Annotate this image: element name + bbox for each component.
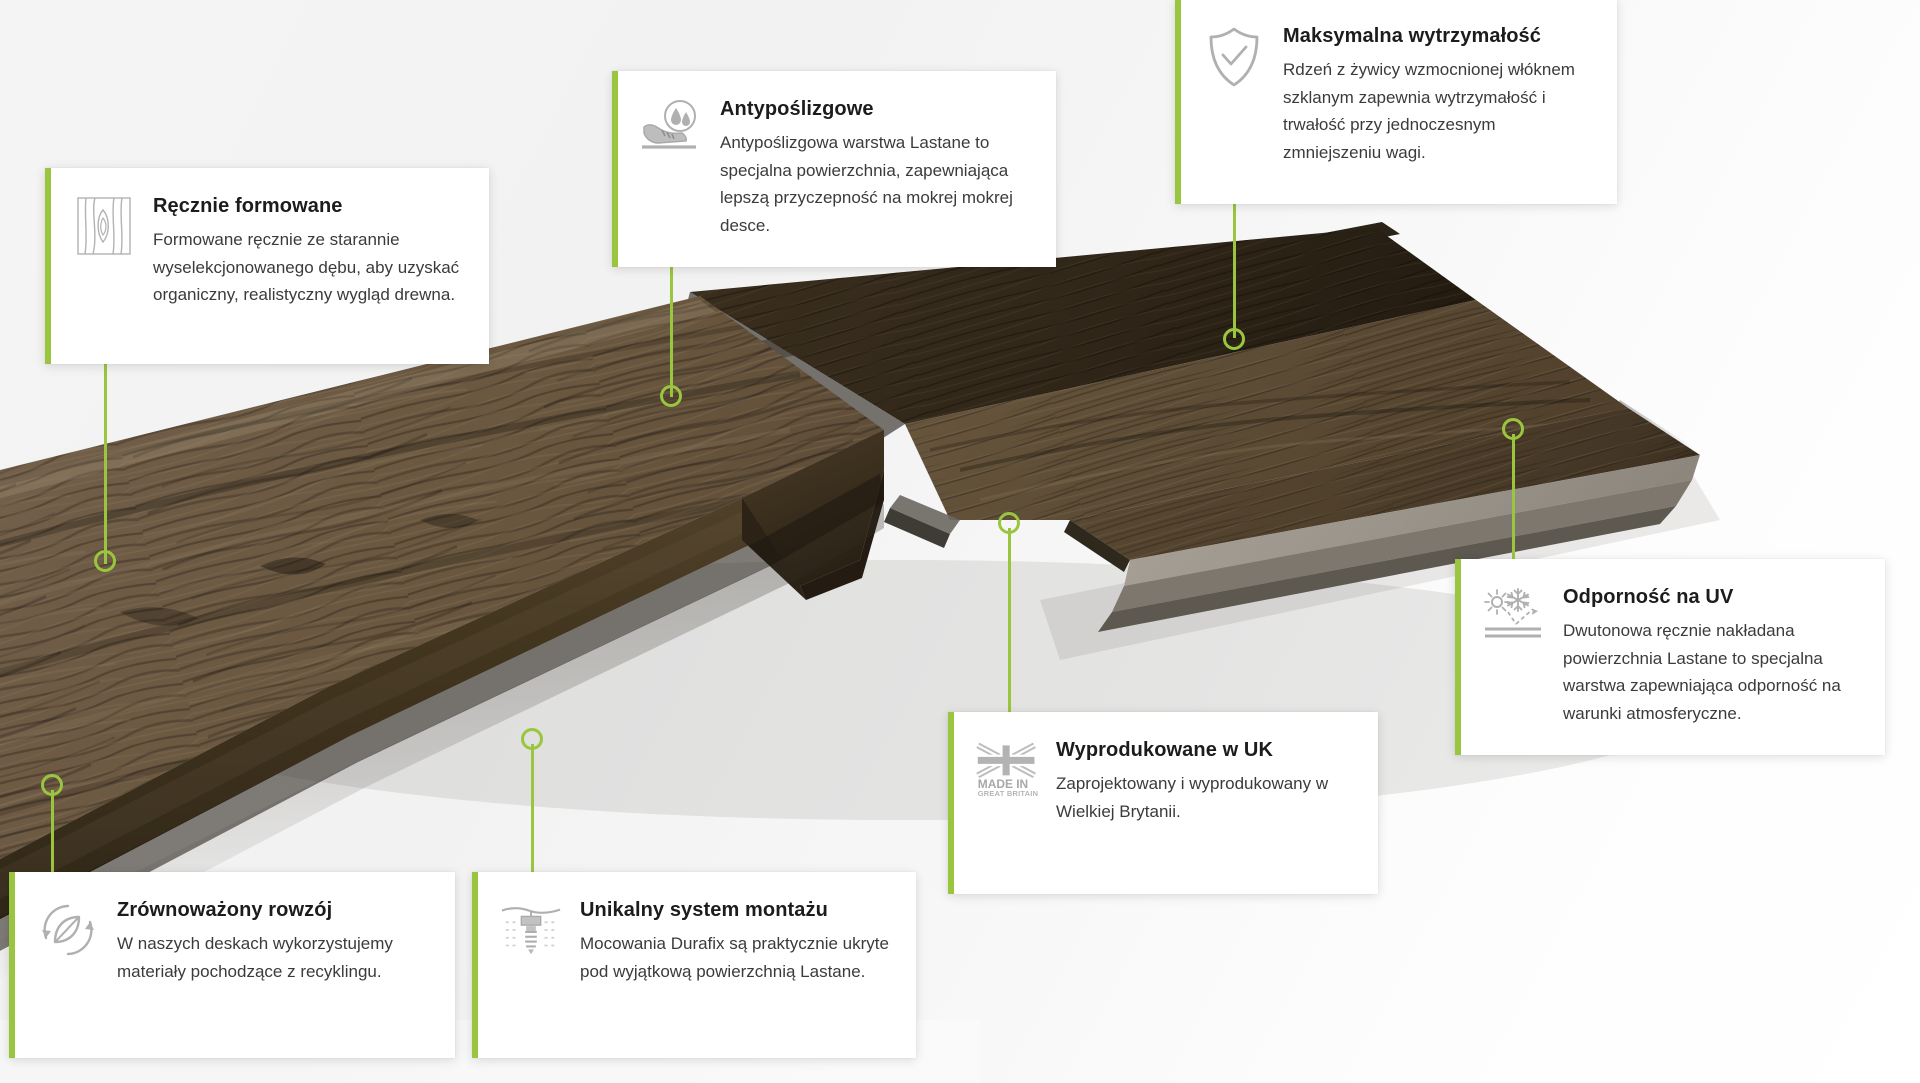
recycle-leaf-icon [37,900,99,962]
feature-card-strength[interactable]: Maksymalna wytrzymałość Rdzeń z żywicy w… [1175,0,1617,204]
marker-ring-handcrafted [94,550,116,572]
feature-card-sustainable[interactable]: Zrównoważony rowzój W naszych deskach wy… [9,872,455,1058]
feature-card-uk[interactable]: MADE IN GREAT BRITAIN Wyprodukowane w UK… [948,712,1378,894]
marker-ring-fixing [521,728,543,750]
marker-ring-strength [1223,328,1245,350]
connector-line-uk [1008,528,1011,713]
card-body: Zrównoważony rowzój W naszych deskach wy… [117,898,431,985]
marker-ring-antislip [660,385,682,407]
hidden-screw-fixing-icon [500,900,562,962]
card-body: Antypoślizgowe Antypoślizgowa warstwa La… [720,97,1032,240]
card-title: Odporność na UV [1563,586,1734,608]
marker-ring-uk [998,512,1020,534]
card-body: Maksymalna wytrzymałość Rdzeń z żywicy w… [1283,24,1593,167]
feature-card-fixing[interactable]: Unikalny system montażu Mocowania Durafi… [472,872,916,1058]
marker-ring-uv [1502,418,1524,440]
connector-line-uv [1512,434,1515,560]
connector-line-fixing [531,744,534,873]
card-text: Antypoślizgowa warstwa Lastane to specja… [720,133,1013,235]
card-text: Rdzeń z żywicy wzmocnionej włóknem szkla… [1283,60,1575,162]
card-title: Unikalny system montażu [580,899,828,921]
wood-grain-icon [73,196,135,258]
feature-card-handcrafted[interactable]: Ręcznie formowane Formowane ręcznie ze s… [45,168,489,364]
feature-card-antislip[interactable]: Antypoślizgowe Antypoślizgowa warstwa La… [612,71,1056,267]
made-in-label: MADE IN [978,777,1028,791]
connector-line-strength [1233,204,1236,338]
card-title: Wyprodukowane w UK [1056,739,1274,761]
card-body: Odporność na UV Dwutonowa ręcznie nakład… [1563,585,1861,728]
card-title: Maksymalna wytrzymałość [1283,25,1541,47]
card-text: Formowane ręcznie ze starannie wyselekcj… [153,230,460,305]
shoe-water-drops-icon [640,99,702,161]
connector-line-sustainable [51,790,54,873]
card-body: Wyprodukowane w UK Zaprojektowany i wypr… [1056,738,1354,825]
made-in-great-britain-icon: MADE IN GREAT BRITAIN [976,740,1038,802]
card-title: Zrównoważony rowzój [117,899,333,921]
sun-snowflake-uv-icon [1483,587,1545,649]
card-body: Unikalny system montażu Mocowania Durafi… [580,898,892,985]
card-title: Antypoślizgowe [720,98,874,120]
card-title: Ręcznie formowane [153,195,343,217]
card-text: W naszych deskach wykorzystujemy materia… [117,934,393,981]
connector-line-antislip [670,267,673,397]
great-britain-label: GREAT BRITAIN [978,789,1038,798]
marker-ring-sustainable [41,774,63,796]
card-text: Dwutonowa ręcznie nakładana powierzchnia… [1563,621,1841,723]
card-text: Mocowania Durafix są praktycznie ukryte … [580,934,889,981]
card-body: Ręcznie formowane Formowane ręcznie ze s… [153,194,465,309]
feature-card-uv[interactable]: Odporność na UV Dwutonowa ręcznie nakład… [1455,559,1885,755]
connector-line-handcrafted [104,364,107,564]
shield-check-icon [1203,26,1265,88]
card-text: Zaprojektowany i wyprodukowany w Wielkie… [1056,774,1329,821]
